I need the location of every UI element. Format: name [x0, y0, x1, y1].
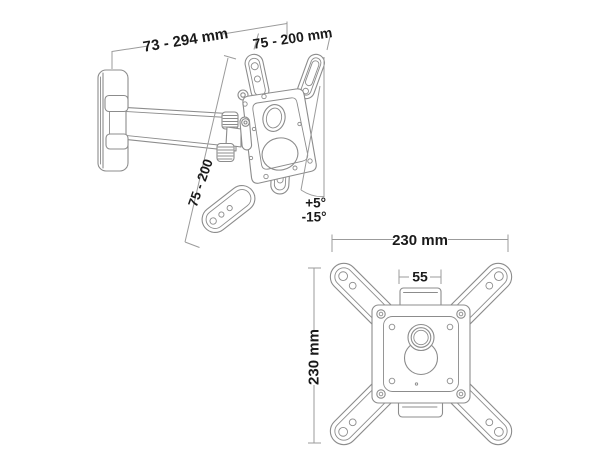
- corner-screw-top-right: [456, 309, 466, 319]
- arm-clamp-bottom: [105, 133, 129, 150]
- front-view-drawing: [329, 262, 513, 446]
- dim-plate-width: 230 mm: [331, 232, 509, 252]
- tilt-up-label: +5°: [305, 196, 326, 211]
- joint-collar-lower: [216, 142, 235, 163]
- plate-hole-2: [446, 323, 454, 331]
- dim-vesa-width: 75 - 200 mm: [252, 24, 334, 52]
- vesa-arm-lower-left: [201, 184, 256, 234]
- dim-hub-width: 55: [398, 269, 442, 285]
- corner-screw-bottom-left: [376, 389, 386, 399]
- joint-collar-upper: [221, 111, 239, 130]
- plate-width-label: 230 mm: [392, 232, 448, 249]
- plate-hole-1: [388, 323, 396, 331]
- dim-plate-height: 230 mm: [306, 267, 323, 444]
- hub-width-label: 55: [412, 269, 428, 285]
- plate-hole-4: [446, 377, 454, 385]
- arm-clamp-top: [104, 94, 129, 113]
- plate-height-label: 230 mm: [306, 329, 323, 385]
- side-view-drawing: [97, 53, 326, 234]
- plate-hole-3: [388, 377, 396, 385]
- tilt-down-label: -15°: [302, 210, 327, 225]
- vesa-arm-upper-right: [296, 53, 326, 100]
- plate-center-dot: [414, 382, 419, 386]
- vesa-width-label: 75 - 200 mm: [252, 24, 334, 52]
- wall-plate: [97, 69, 129, 172]
- joint-clevis: [225, 126, 242, 148]
- vesa-height-label: 75 - 200: [185, 157, 216, 209]
- front-view-dimensions: 230 mm 55 230 mm: [306, 232, 509, 444]
- center-knob: [403, 323, 439, 376]
- vesa-plate-side: [242, 88, 317, 184]
- corner-screw-top-left: [376, 309, 386, 319]
- arm-extension-label: 73 - 294 mm: [142, 25, 230, 56]
- corner-screw-bottom-right: [456, 389, 466, 399]
- tilt-lever: [239, 116, 253, 151]
- tilt-angle-indicator: +5° -15°: [300, 57, 327, 225]
